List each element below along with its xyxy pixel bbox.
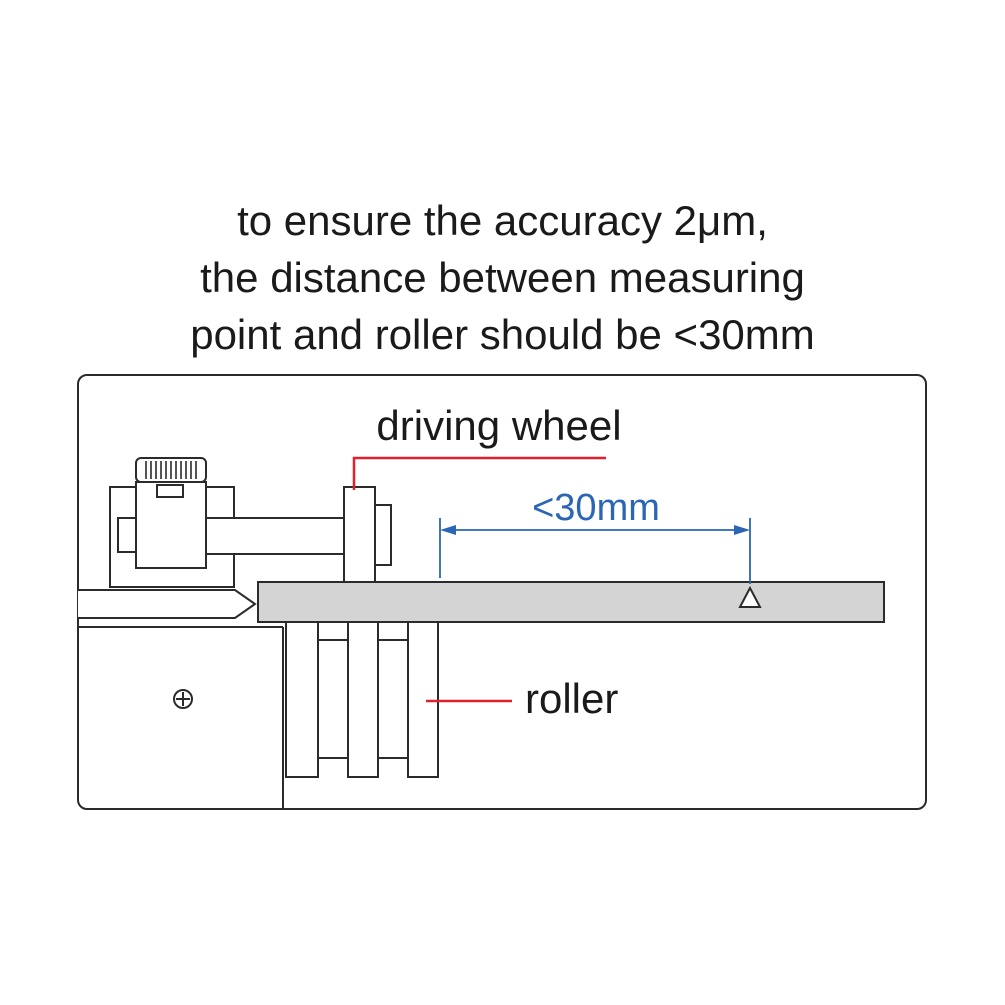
feed-guide: [78, 589, 257, 619]
distance-dimension: [439, 518, 751, 584]
roller-label: roller: [525, 675, 618, 722]
heading: to ensure the accuracy 2μm, the distance…: [0, 192, 1005, 363]
driving-wheel-callout-line: [352, 456, 606, 490]
clamp-bracket: [109, 481, 345, 588]
driving-wheel: [343, 486, 392, 583]
base-block: [78, 626, 284, 809]
heading-line-3: point and roller should be <30mm: [190, 311, 815, 358]
knurled-knob-icon: [135, 457, 207, 483]
driving-wheel-label: driving wheel: [376, 402, 621, 449]
roller-assembly: [285, 621, 439, 778]
triangle-measuring-point-icon: [738, 585, 762, 608]
crosshair-screw-icon: [173, 689, 193, 709]
distance-label: <30mm: [532, 487, 660, 529]
measured-rod: [257, 581, 885, 623]
heading-line-2: the distance between measuring: [200, 254, 805, 301]
heading-line-1: to ensure the accuracy 2μm,: [237, 197, 768, 244]
